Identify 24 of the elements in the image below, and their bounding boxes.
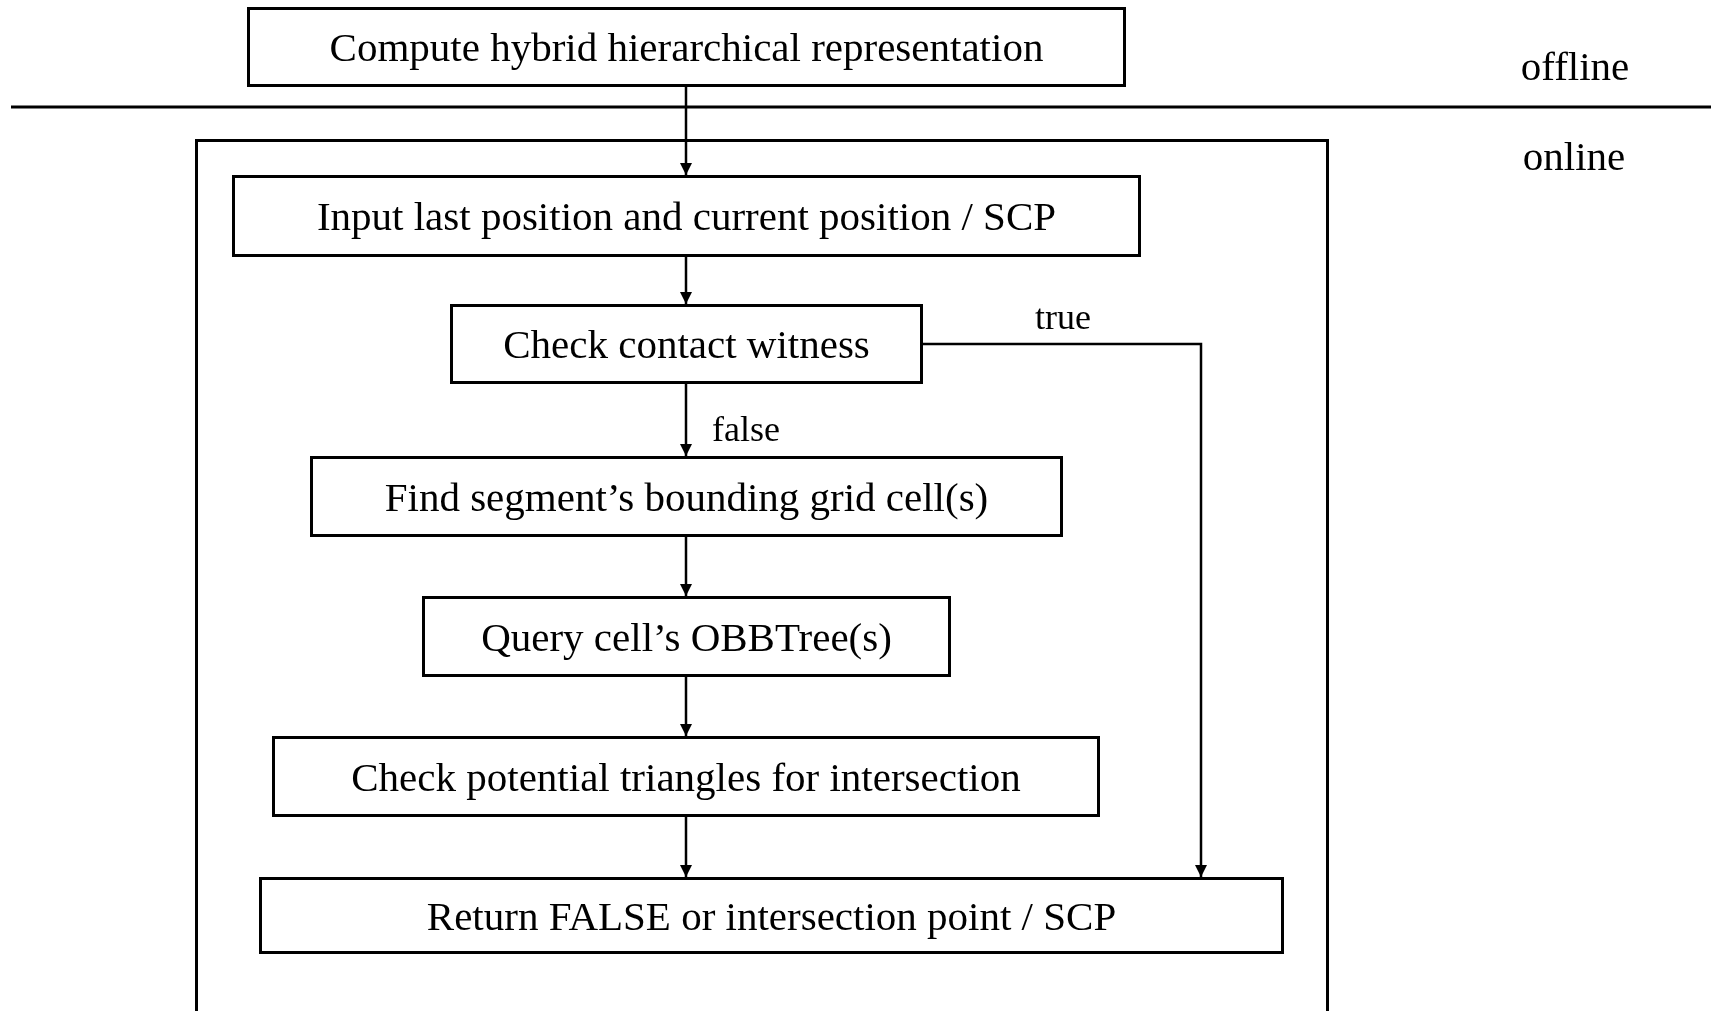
arrow bbox=[679, 384, 693, 456]
process-box bbox=[232, 175, 1141, 257]
section-label: offline bbox=[1520, 42, 1630, 90]
process-box bbox=[450, 304, 923, 384]
arrow bbox=[679, 677, 693, 736]
step-text: Return FALSE or intersection point / SCP bbox=[426, 891, 1117, 940]
step-text: Input last position and current position / SCP bbox=[316, 192, 1057, 240]
process-box bbox=[422, 596, 951, 677]
arrow bbox=[679, 87, 693, 175]
process-box bbox=[259, 877, 1284, 954]
step-text: Compute hybrid hierarchical representation bbox=[329, 23, 1044, 71]
step-text: Check potential triangles for intersection bbox=[351, 752, 1021, 801]
arrow bbox=[679, 537, 693, 596]
section-label: online bbox=[1522, 132, 1626, 180]
step-text: Find segment’s bounding grid cell(s) bbox=[384, 472, 989, 521]
arrow bbox=[679, 257, 693, 304]
process-box bbox=[310, 456, 1063, 537]
container-box bbox=[195, 139, 1329, 1011]
arrow bbox=[679, 817, 693, 877]
process-box bbox=[272, 736, 1100, 817]
step-text: Query cell’s OBBTree(s) bbox=[481, 612, 892, 661]
process-box bbox=[247, 7, 1126, 87]
step-text: Check contact witness bbox=[503, 320, 870, 368]
arrow bbox=[923, 342, 1208, 877]
